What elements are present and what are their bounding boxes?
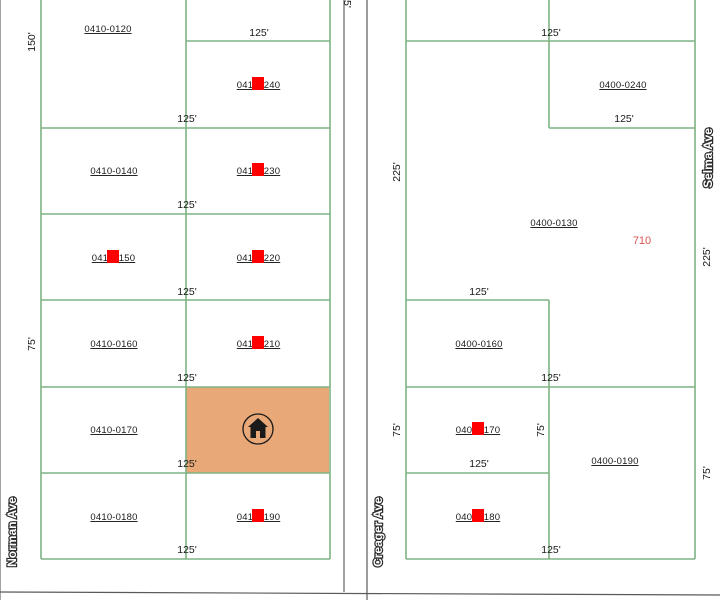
svg-text:041: 041 [237, 339, 253, 350]
dim-label: 225' [701, 247, 713, 267]
redaction-marker [252, 509, 264, 522]
parcel-id-0410-0120[interactable]: 0410-0120 [84, 24, 131, 35]
dim-label: 75' [26, 337, 38, 351]
dim-label: 225' [391, 162, 403, 182]
dim-label: 75' [701, 466, 713, 480]
dim-label: 150' [26, 32, 38, 52]
parcel-id-0410-0170[interactable]: 0410-0170 [90, 425, 137, 436]
svg-text:041: 041 [92, 253, 108, 264]
dim-label: 75' [391, 423, 403, 437]
redaction-marker [107, 250, 119, 263]
parcel-id-0400-0190[interactable]: 0400-0190 [591, 456, 638, 467]
home-icon[interactable] [242, 413, 274, 445]
parcel-id-0400-0240[interactable]: 0400-0240 [599, 80, 646, 91]
dim-label: 125' [469, 286, 489, 298]
dim-label: 125' [177, 286, 197, 298]
svg-text:170: 170 [484, 425, 500, 436]
svg-text:041: 041 [237, 80, 253, 91]
svg-text:220: 220 [264, 253, 280, 264]
redaction-marker [472, 422, 484, 435]
svg-text:040: 040 [456, 425, 472, 436]
dim-label: 125' [541, 372, 561, 384]
svg-text:041: 041 [237, 512, 253, 523]
dim-label: 125' [177, 372, 197, 384]
street-label-creager: Creager Ave [371, 497, 385, 567]
redaction-marker [252, 250, 264, 263]
parcel-id-0400-0170[interactable]: 040 170 [456, 422, 500, 436]
parcel-id-0410-0210[interactable]: 041 210 [237, 336, 280, 350]
dim-label: 125' [177, 544, 197, 556]
parcel-id-0400-0130[interactable]: 0400-0130 [530, 218, 577, 229]
redaction-marker [472, 509, 484, 522]
svg-text:180: 180 [484, 512, 500, 523]
svg-text:210: 210 [264, 339, 280, 350]
parcel-id-0400-0180[interactable]: 040 180 [456, 509, 500, 523]
west-block-lines [40, 0, 331, 560]
parcel-id-0410-0150[interactable]: 041 150 [92, 250, 135, 264]
parcel-id-0410-0220[interactable]: 041 220 [237, 250, 280, 264]
street-label-selma: Selma Ave [701, 128, 715, 188]
svg-text:041: 041 [237, 253, 253, 264]
dim-label: 75' [341, 0, 353, 8]
parcel-id-0410-0230[interactable]: 041 230 [237, 163, 280, 177]
dim-label: 125' [469, 458, 489, 470]
parcel-id-0410-0240[interactable]: 041 240 [237, 77, 280, 91]
redaction-marker [252, 77, 264, 90]
parcel-id-0410-0190[interactable]: 041 190 [237, 509, 280, 523]
dimension-labels-west: 150' 75' 125' 125' 125' 125' 125' 125' 1… [26, 0, 353, 556]
svg-text:150: 150 [119, 253, 135, 264]
dim-label: 125' [177, 458, 197, 470]
dim-label: 125' [177, 113, 197, 125]
address-number: 710 [633, 235, 651, 247]
dim-label: 125' [541, 544, 561, 556]
parcel-id-0410-0180[interactable]: 0410-0180 [90, 512, 137, 523]
parcel-id-0400-0160[interactable]: 0400-0160 [455, 339, 502, 350]
svg-text:190: 190 [264, 512, 280, 523]
parcel-id-0410-0140[interactable]: 0410-0140 [90, 166, 137, 177]
dimension-labels-east: 125' 125' 225' 225' 125' 125' 75' 75' 12… [391, 27, 713, 556]
dim-label: 125' [249, 27, 269, 39]
redaction-marker [252, 163, 264, 176]
east-block-lines [405, 0, 696, 560]
svg-text:041: 041 [237, 166, 253, 177]
dim-label: 125' [177, 199, 197, 211]
svg-text:240: 240 [264, 80, 280, 91]
dim-label: 125' [614, 113, 634, 125]
svg-text:230: 230 [264, 166, 280, 177]
dim-label: 125' [541, 27, 561, 39]
redaction-marker [252, 336, 264, 349]
dim-label: 75' [535, 423, 547, 437]
parcel-id-0410-0160[interactable]: 0410-0160 [90, 339, 137, 350]
svg-text:040: 040 [456, 512, 472, 523]
street-label-norman: Norman Ave [5, 497, 19, 567]
bottom-street-curb [0, 591, 720, 596]
